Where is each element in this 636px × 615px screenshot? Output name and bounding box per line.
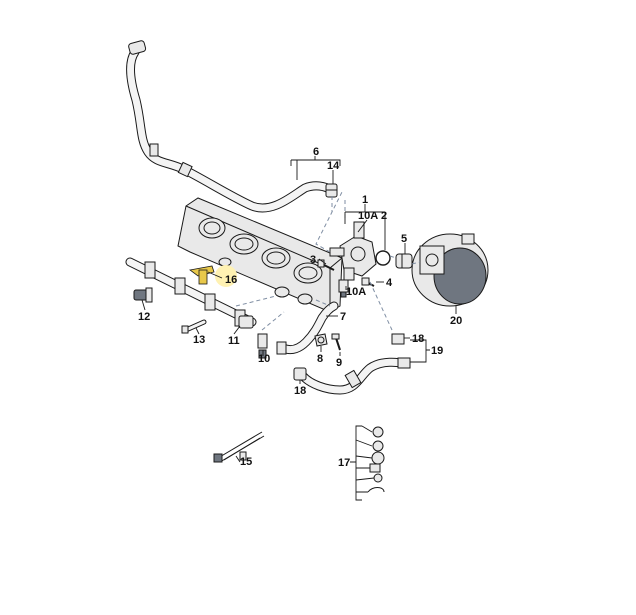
callout-8: 8 <box>317 353 323 365</box>
clamp-18-bottom <box>293 367 307 381</box>
callout-15: 15 <box>240 456 252 468</box>
callout-10: 10 <box>258 353 270 365</box>
callout-19: 19 <box>431 345 443 357</box>
callout-17: 17 <box>338 457 350 469</box>
fitting-14 <box>325 183 338 198</box>
clamp-8 <box>314 333 328 347</box>
tappet-5 <box>395 253 413 269</box>
callout-10a-mid: 10A <box>346 286 366 298</box>
callout-7: 7 <box>340 311 346 323</box>
vacuum-line-19 <box>298 333 411 395</box>
callout-3: 3 <box>310 254 316 266</box>
callout-10a-top: 10A <box>358 210 378 222</box>
tee-fitting-16 <box>189 265 237 287</box>
screw-4 <box>361 277 375 287</box>
bolt-13 <box>181 319 207 334</box>
callout-4: 4 <box>386 277 393 289</box>
callout-13: 13 <box>193 334 205 346</box>
callout-14: 14 <box>327 160 340 172</box>
fuel-rail-11 <box>125 257 257 329</box>
pressure-sensor-12 <box>133 287 153 303</box>
callout-9: 9 <box>336 357 342 369</box>
intake-manifold-plate <box>177 197 343 313</box>
callout-12: 12 <box>138 311 150 323</box>
callout-18-top: 18 <box>412 333 424 345</box>
injector-10 <box>257 333 268 359</box>
callout-6: 6 <box>313 146 319 158</box>
fuel-line-6 <box>126 40 336 213</box>
callout-11: 11 <box>228 335 240 347</box>
clip-set-17 <box>367 426 385 493</box>
callout-labels: 6 14 1 10A 2 5 3 4 10A 16 7 8 9 10 11 12… <box>138 146 462 469</box>
callout-16: 16 <box>225 274 237 286</box>
screw-9 <box>331 333 341 351</box>
vacuum-pump-20 <box>411 233 489 307</box>
cable-tie-15 <box>213 431 265 463</box>
dashed-connections <box>235 191 421 331</box>
callout-5: 5 <box>401 233 407 245</box>
fitting-10a-lower <box>338 279 349 298</box>
fuel-line-7 <box>276 301 339 355</box>
callout-1: 1 <box>362 194 368 206</box>
o-ring-2 <box>375 250 391 266</box>
callout-20: 20 <box>450 315 462 327</box>
callout-2: 2 <box>381 210 387 222</box>
callout-18-bottom: 18 <box>294 385 306 397</box>
leader-lines <box>141 156 457 501</box>
